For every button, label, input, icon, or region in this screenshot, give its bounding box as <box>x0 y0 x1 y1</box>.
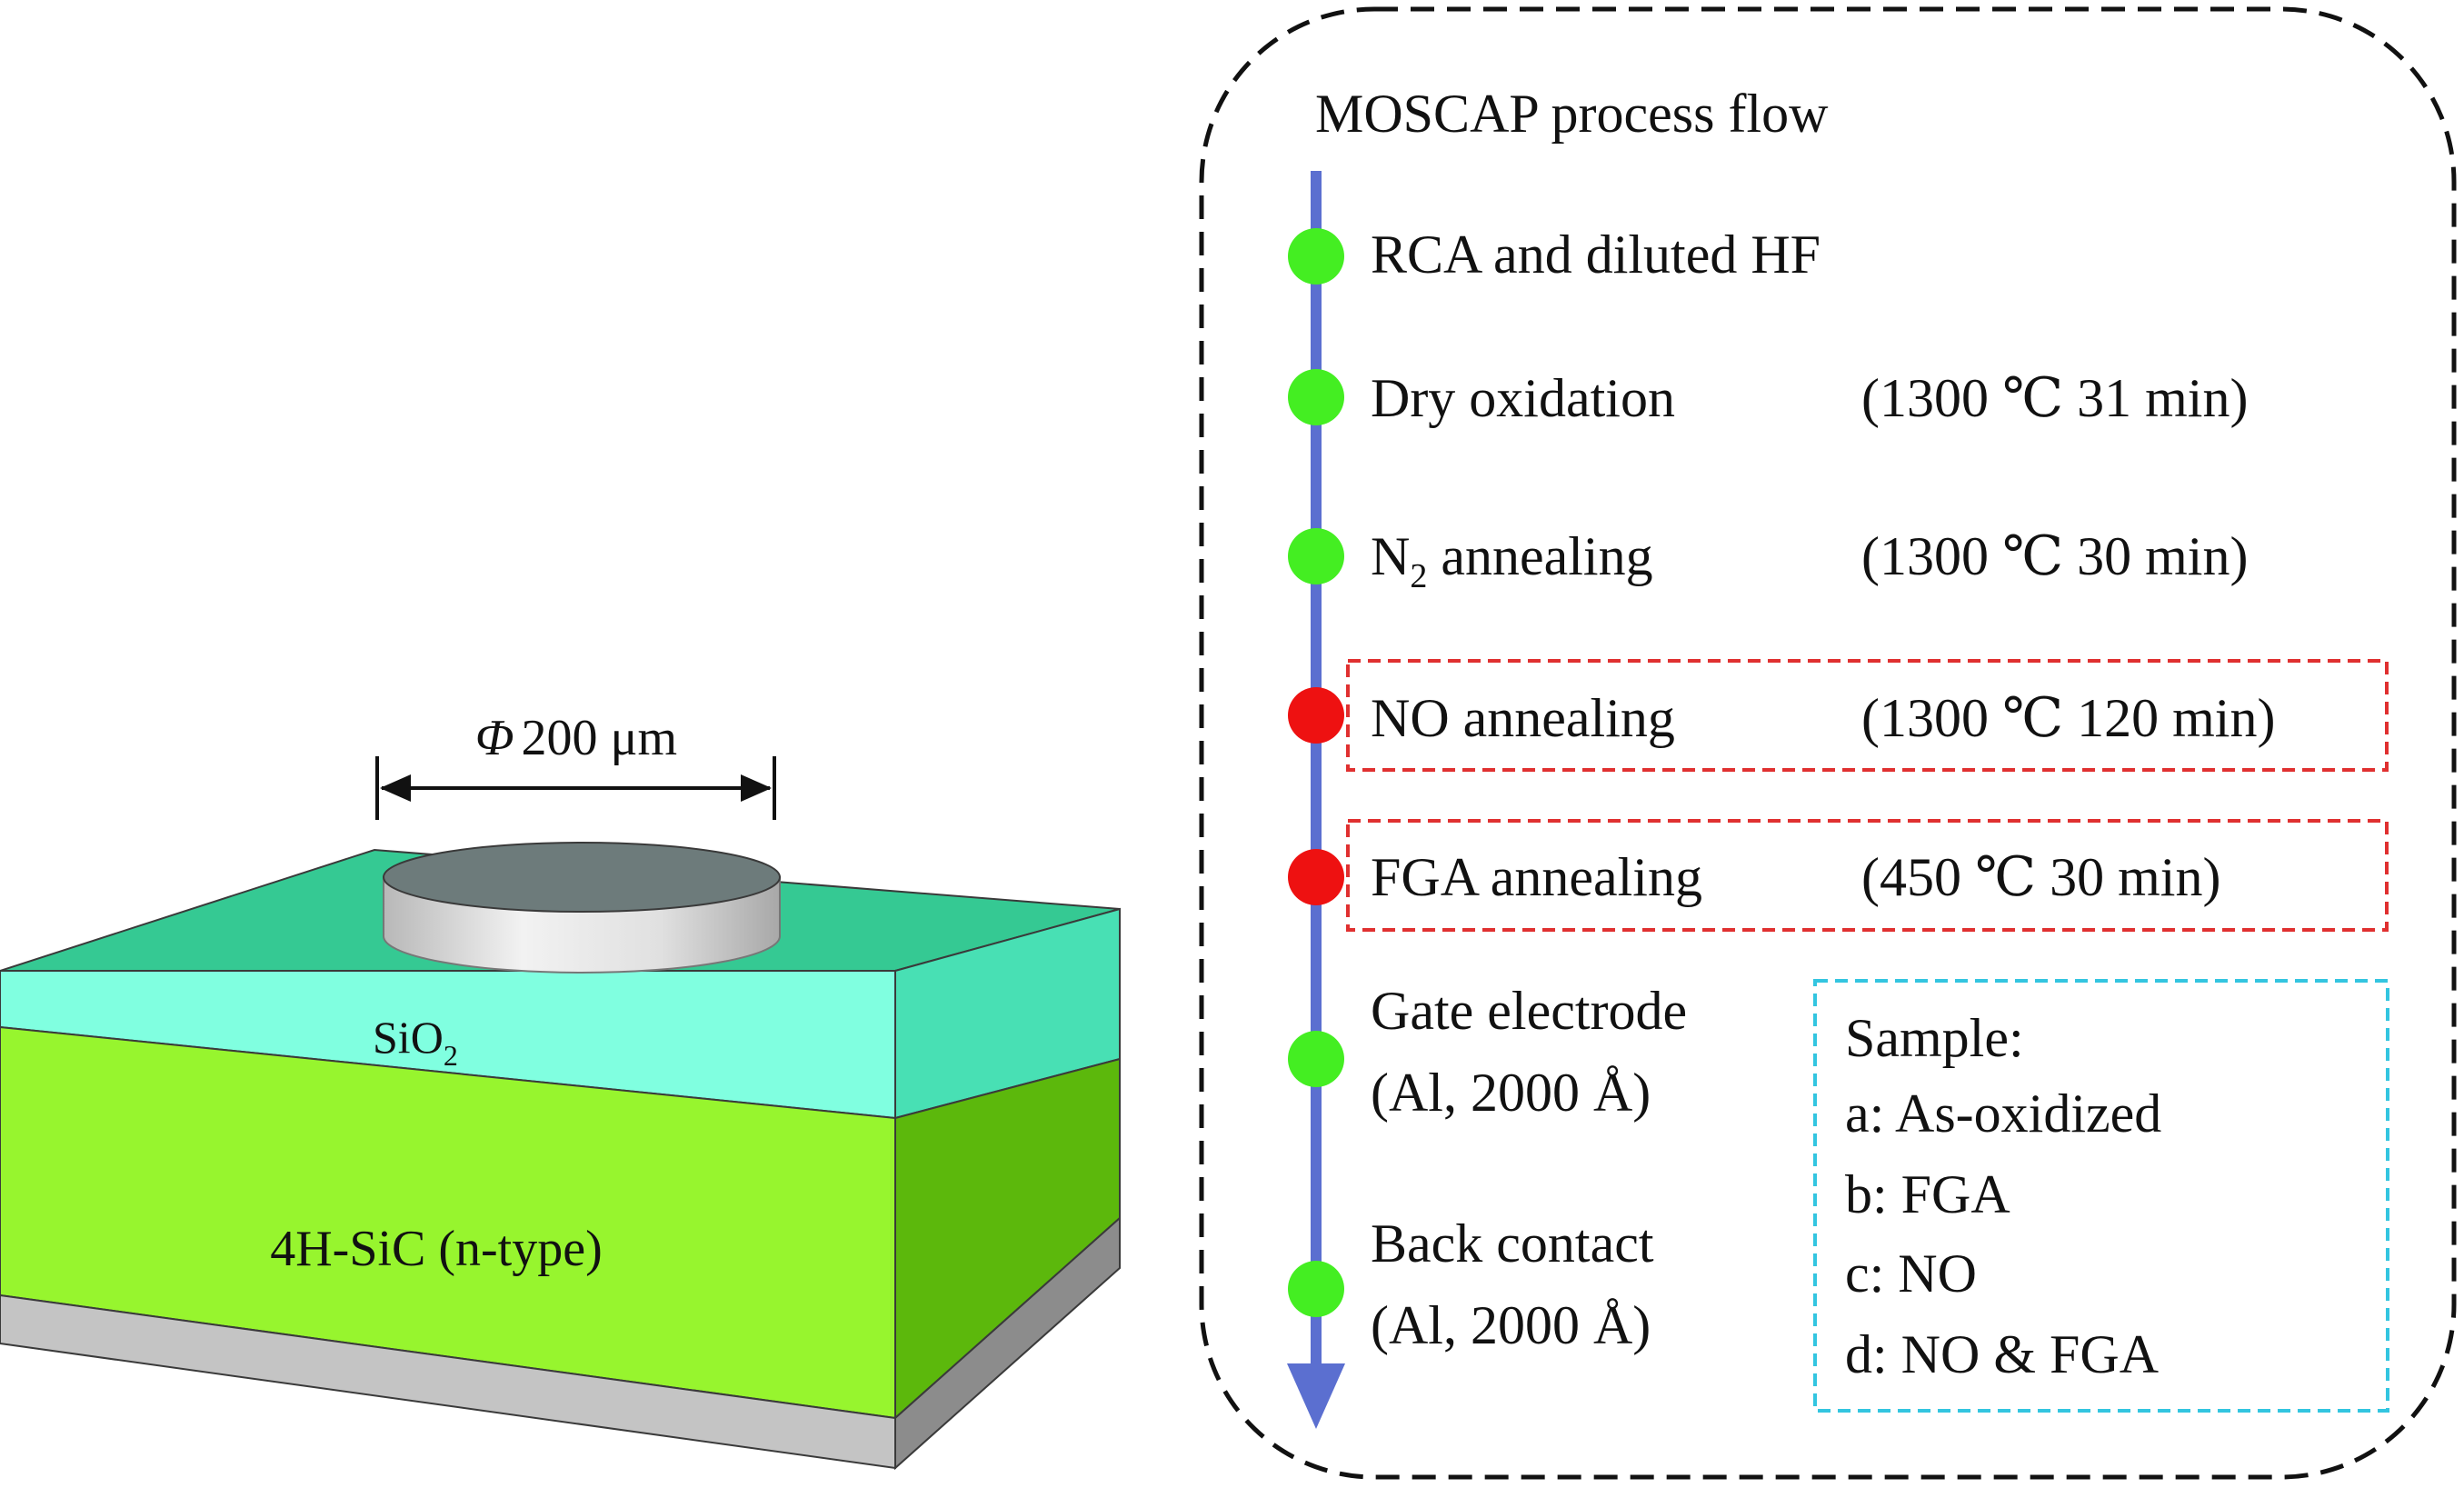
step-fga-annealing-condition: (450 ℃ 30 min) <box>1861 847 2220 907</box>
sample-item: d: NO & FGA <box>1845 1324 2159 1384</box>
substrate-label: 4H-SiC (n-type) <box>270 1221 603 1277</box>
dimension-arrow-left <box>380 774 411 802</box>
highlight-box-fga-annealing <box>1346 819 2389 932</box>
step-no-annealing-label: NO annealing <box>1371 688 1675 748</box>
step-fga-annealing-label: FGA annealing <box>1371 847 1702 907</box>
step-dot-rca <box>1288 228 1344 285</box>
back-metal-side-face <box>894 1215 1121 1471</box>
step-dot-n2-annealing <box>1288 528 1344 584</box>
samples-title: Sample: <box>1845 1008 2024 1068</box>
process-flow-title: MOSCAP process flow <box>1315 84 1829 144</box>
step-dry-oxidation-condition: (1300 ℃ 31 min) <box>1861 368 2248 428</box>
step-no-annealing-condition: (1300 ℃ 120 min) <box>1861 688 2275 748</box>
samples-box <box>1813 979 2389 1413</box>
process-flow-border <box>1199 6 2457 1480</box>
step-dot-back-contact <box>1288 1261 1344 1317</box>
sample-item: a: As-oxidized <box>1845 1084 2161 1143</box>
dimension-unit: μm <box>611 710 678 766</box>
step-dot-fga-annealing <box>1288 849 1344 905</box>
flow-arrow-head <box>1287 1363 1345 1429</box>
step-dot-no-annealing <box>1288 687 1344 744</box>
step-dot-gate-electrode <box>1288 1031 1344 1087</box>
gate-electrode-top <box>383 842 781 913</box>
step-dry-oxidation-label: Dry oxidation <box>1371 368 1675 428</box>
dimension-symbol: Φ <box>475 710 514 766</box>
step-rca-label: RCA and diluted HF <box>1371 225 1821 285</box>
step-gate-electrode-detail: (Al, 2000 Å) <box>1371 1063 1651 1123</box>
dimension-arrow-right <box>741 774 772 802</box>
step-dot-dry-oxidation <box>1288 369 1344 425</box>
dimension-value: 200 <box>522 710 598 766</box>
sample-item: c: NO <box>1845 1243 1977 1303</box>
step-back-contact-label: Back contact <box>1371 1213 1654 1273</box>
step-gate-electrode-label: Gate electrode <box>1371 981 1687 1041</box>
oxide-label: SiO2 <box>373 1012 458 1072</box>
step-back-contact-detail: (Al, 2000 Å) <box>1371 1295 1651 1355</box>
highlight-box-no-annealing <box>1346 659 2389 772</box>
step-n2-annealing-condition: (1300 ℃ 30 min) <box>1861 526 2248 586</box>
sample-item: b: FGA <box>1845 1164 2010 1224</box>
process-flow-panel: MOSCAP process flow RCA and diluted HF D… <box>1199 6 2457 1480</box>
step-n2-annealing-label: N2 annealing <box>1371 526 1653 595</box>
